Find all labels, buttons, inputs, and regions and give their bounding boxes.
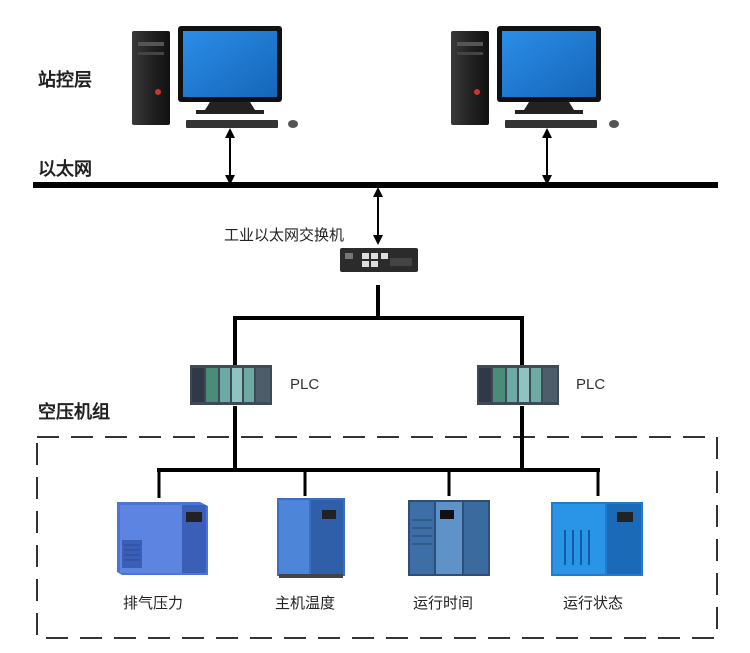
compressor-3-icon bbox=[408, 500, 490, 576]
compressor-group-box bbox=[36, 436, 718, 639]
keyboard-icon bbox=[186, 120, 278, 128]
compressor-2-icon bbox=[277, 498, 345, 578]
workstation-1 bbox=[132, 26, 298, 128]
workstation-2 bbox=[451, 26, 619, 128]
compressor-1-icon bbox=[117, 502, 208, 575]
station-layer-label: 站控层 bbox=[38, 70, 92, 91]
ethernet-switch-icon bbox=[340, 248, 418, 272]
ethernet-label: 以太网 bbox=[38, 159, 92, 180]
keyboard-icon bbox=[505, 120, 597, 128]
plc-2-label: PLC bbox=[576, 376, 606, 393]
compressor-1-label: 排气压力 bbox=[123, 594, 184, 612]
plc-1-label: PLC bbox=[290, 376, 320, 393]
plc-2-icon bbox=[477, 365, 559, 405]
mouse-icon bbox=[288, 120, 298, 128]
compressor-2-label: 主机温度 bbox=[275, 594, 336, 612]
compressor-4-icon bbox=[551, 502, 643, 576]
compressor-group-label: 空压机组 bbox=[38, 402, 110, 423]
compressor-3-label: 运行时间 bbox=[413, 594, 474, 612]
switch-label: 工业以太网交换机 bbox=[224, 226, 345, 244]
plc-1-icon bbox=[190, 365, 272, 405]
mouse-icon bbox=[609, 120, 619, 128]
compressor-4-label: 运行状态 bbox=[563, 594, 624, 612]
